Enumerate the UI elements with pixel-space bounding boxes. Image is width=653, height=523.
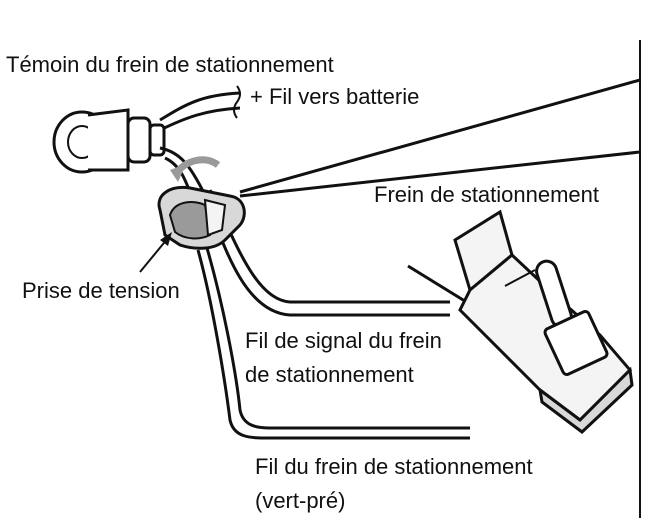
signal-wire-label-line1: Fil de signal du frein [245, 328, 442, 353]
pointer-head [160, 232, 172, 246]
green-wire-outer [196, 249, 470, 440]
power-tap-connector [157, 185, 246, 250]
battery-wire-lower [159, 106, 241, 132]
brake-wire-label-line1: Fil du frein de stationnement [255, 454, 533, 479]
parking-brake-label: Frein de stationnement [374, 182, 600, 207]
pointer-line [139, 237, 169, 273]
zoom-line-upper [239, 78, 641, 194]
battery-wire-upper [159, 91, 241, 122]
wire-break-mark [233, 85, 241, 119]
zoom-line-lower [239, 150, 641, 198]
indicator-lamp [52, 108, 166, 174]
indicator-lamp-label: Témoin du frein de stationnement [6, 52, 334, 77]
battery-wire-label: + Fil vers batterie [250, 84, 420, 109]
parking-brake-lever [453, 209, 634, 434]
power-tap-label: Prise de tension [22, 278, 180, 303]
signal-wire-label-line2: de stationnement [245, 362, 414, 387]
green-wire-inner [205, 247, 470, 430]
brake-wire-label-line2: (vert-pré) [255, 488, 346, 513]
insert-arrow-head [170, 164, 186, 182]
